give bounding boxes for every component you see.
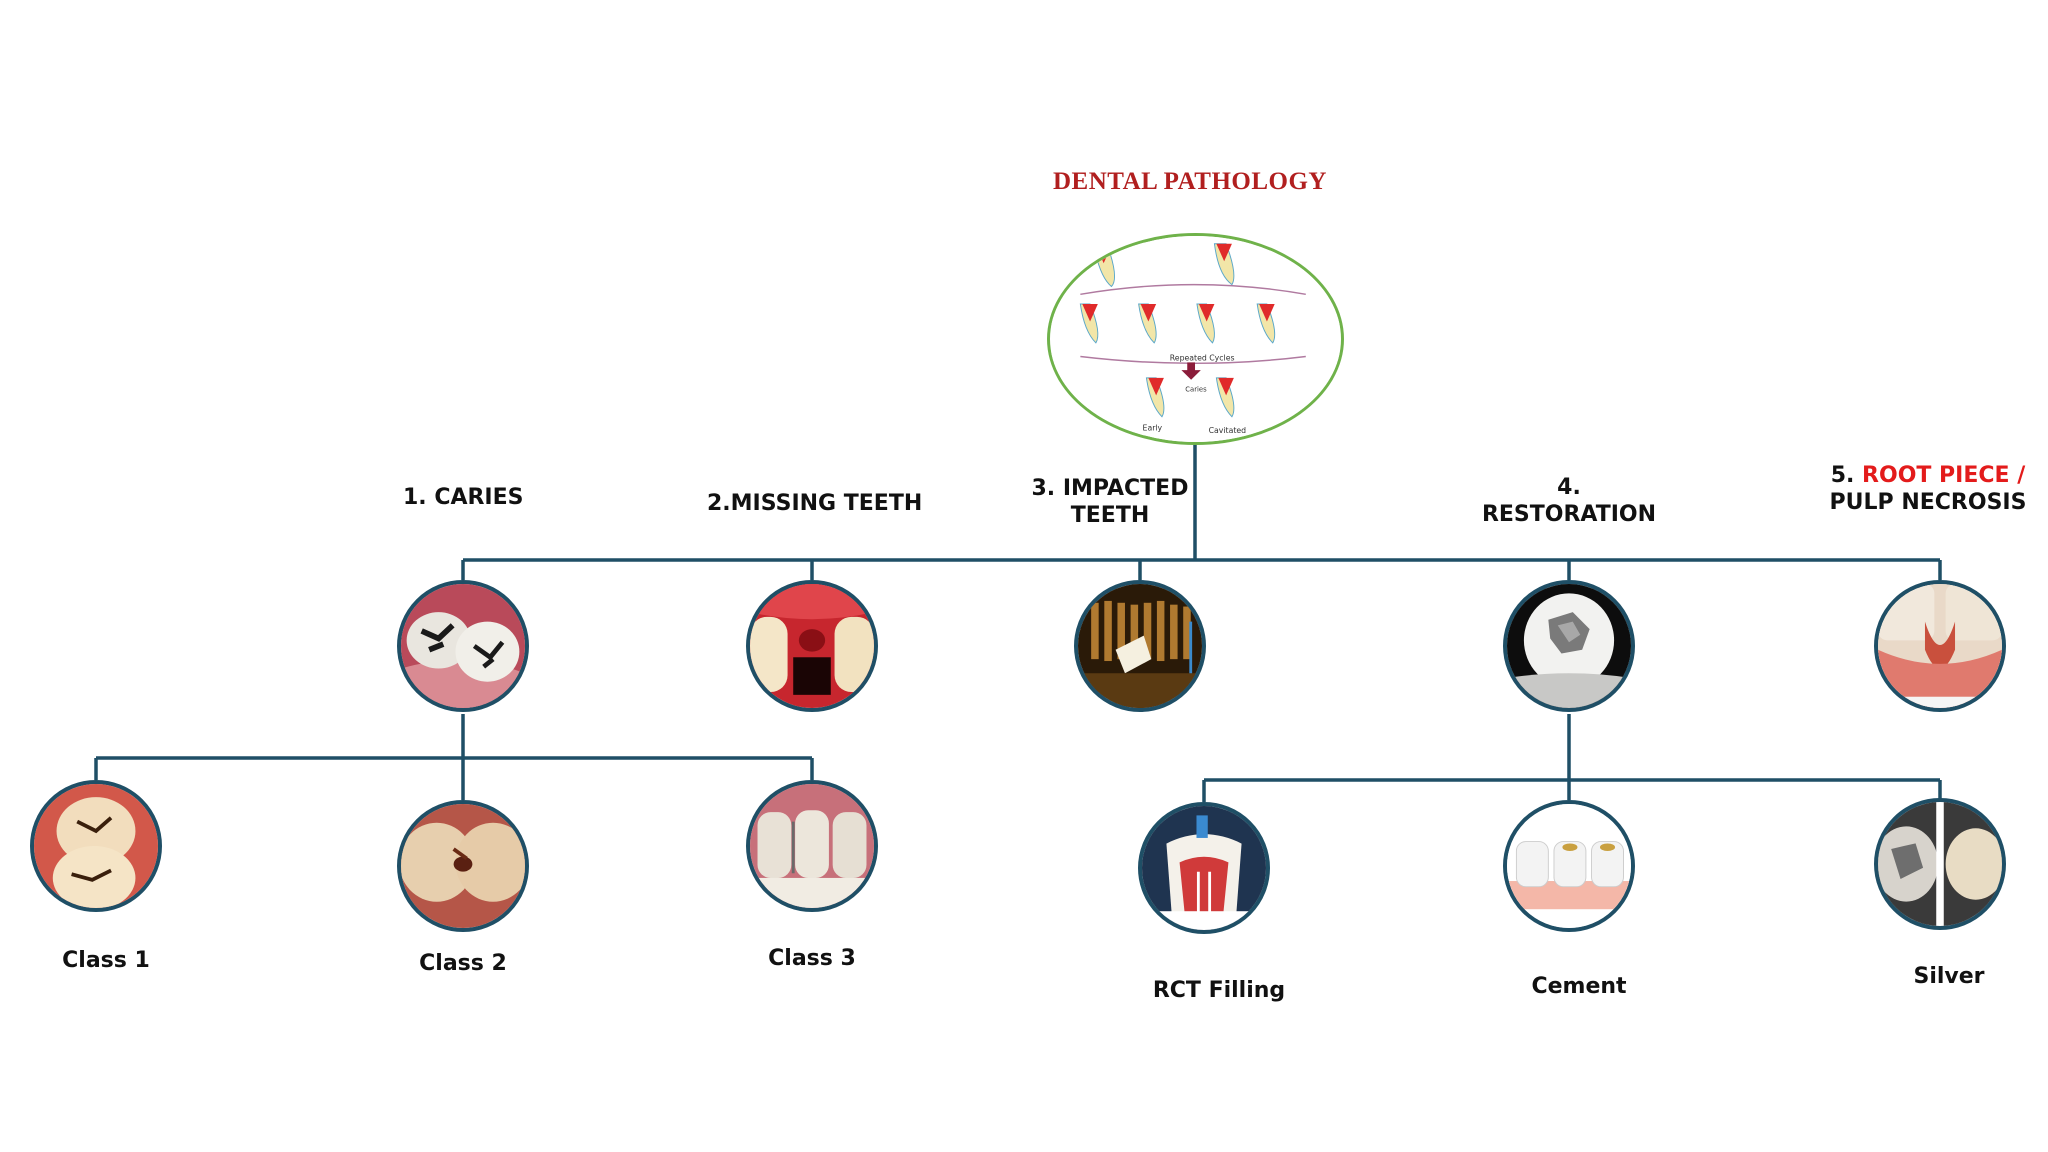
hub-caption-caries: Caries	[1185, 385, 1207, 393]
label-missing-teeth: 2.MISSING TEETH	[707, 491, 923, 516]
label-rct-filling: RCT Filling	[1152, 978, 1286, 1003]
label-impacted-teeth: 3. IMPACTED TEETH	[1031, 476, 1189, 528]
node-root-piece[interactable]	[1874, 580, 2006, 712]
node-cement[interactable]	[1503, 800, 1635, 932]
label-class-1: Class 1	[62, 948, 150, 973]
silver-filling-image	[1878, 802, 2002, 926]
node-impacted-teeth[interactable]	[1074, 580, 1206, 712]
label-class-2: Class 2	[419, 951, 507, 976]
node-missing-teeth[interactable]	[746, 580, 878, 712]
node-class-2[interactable]	[397, 800, 529, 932]
root-canal-image	[1142, 806, 1266, 930]
diagram-title: DENTAL PATHOLOGY	[1052, 168, 1327, 195]
node-rct-filling[interactable]	[1138, 802, 1270, 934]
node-class-3[interactable]	[746, 780, 878, 912]
node-restoration[interactable]	[1503, 580, 1635, 712]
root-piece-image	[1878, 584, 2002, 708]
node-silver[interactable]	[1874, 798, 2006, 930]
label-restoration: 4. RESTORATION	[1481, 475, 1657, 527]
panoramic-xray-image	[1078, 584, 1202, 708]
hub-caption-cycles: Repeated Cycles	[1170, 353, 1235, 362]
class-2-caries-image	[401, 804, 525, 928]
class-3-caries-image	[750, 784, 874, 908]
label-cement: Cement	[1531, 974, 1627, 999]
cemented-teeth-image	[1507, 804, 1631, 928]
amalgam-molar-image	[1507, 584, 1631, 708]
label-silver: Silver	[1913, 964, 1985, 989]
missing-incisor-image	[750, 584, 874, 708]
class-1-caries-image	[34, 784, 158, 908]
hub-caption-early: Early	[1143, 423, 1163, 432]
node-caries[interactable]	[397, 580, 529, 712]
hub-caption-cavitated: Cavitated	[1209, 426, 1247, 435]
caries-process-image: Repeated Cycles Caries Early Cavitated	[1051, 236, 1340, 442]
label-root-piece: 5. ROOT PIECE / PULP NECROSIS	[1829, 463, 2027, 515]
node-class-1[interactable]	[30, 780, 162, 912]
carious-molars-image	[401, 584, 525, 708]
hub-caries-diagram: Repeated Cycles Caries Early Cavitated	[1047, 233, 1344, 445]
label-caries: 1. CARIES	[403, 485, 524, 510]
label-class-3: Class 3	[768, 946, 856, 971]
